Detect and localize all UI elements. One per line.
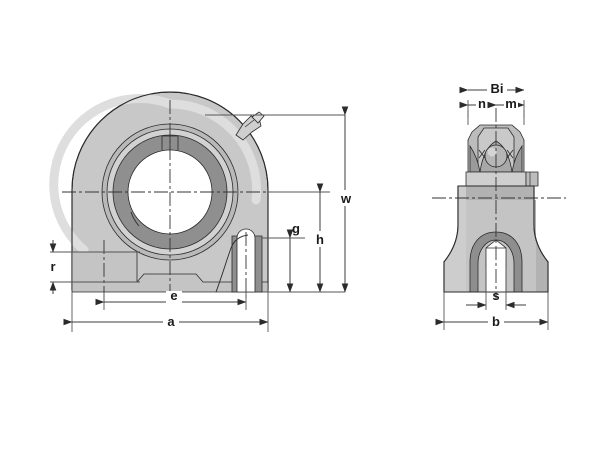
dim-b-label-bg	[488, 311, 504, 327]
dim-h-label-bg	[313, 231, 328, 247]
dim-w-label-bg	[338, 190, 354, 206]
zerk-detail-line	[244, 119, 255, 128]
dim-b-label: b	[492, 314, 500, 329]
dimension-h: h	[313, 183, 328, 293]
front-view	[49, 91, 300, 300]
foot-pad-left	[71, 251, 138, 283]
cage-mark-left	[478, 149, 486, 159]
dim-a-label-bg	[163, 311, 179, 327]
boss-fillet	[215, 234, 249, 293]
front-view-dimensions: a e r g h w	[49, 106, 354, 332]
front-base-foot-left	[71, 251, 138, 283]
side-wall-shade-right	[466, 186, 548, 292]
dimension-b: b	[435, 311, 549, 329]
side-view-dimensions: Bi n m s b	[435, 80, 549, 330]
housing-highlight	[49, 94, 262, 255]
dimension-w: w	[338, 106, 354, 293]
side-housing-body	[443, 185, 549, 293]
setscrew-boss	[525, 171, 539, 187]
side-view	[432, 108, 566, 300]
dim-Bi-label-bg	[487, 80, 507, 95]
dim-g-label: g	[292, 221, 300, 236]
ball-specular-highlight	[487, 147, 497, 157]
dim-s-label: s	[492, 288, 499, 303]
dim-n-label-bg	[476, 96, 488, 110]
front-base-slab	[71, 273, 269, 293]
dimension-g: g	[286, 221, 302, 293]
dimension-e: e	[95, 288, 247, 307]
dim-Bi-label: Bi	[491, 81, 504, 96]
dim-e-label-bg	[166, 291, 182, 307]
dimension-Bi: Bi	[459, 80, 525, 96]
base-slab	[71, 273, 269, 293]
side-wall-shade-left	[444, 186, 466, 292]
dimension-r: r	[49, 240, 57, 294]
dim-m-label: m	[505, 96, 517, 111]
zerk-body	[235, 115, 262, 141]
setscrew-notch-lower-left	[130, 211, 140, 227]
dim-w-label: w	[340, 191, 352, 206]
housing-outline-restroke	[71, 91, 269, 290]
dim-e-label: e	[170, 288, 177, 303]
dim-r-label: r	[50, 259, 55, 274]
dimension-s: s	[466, 288, 526, 309]
dim-m-label-bg	[504, 96, 518, 110]
dim-a-label: a	[167, 314, 175, 329]
dim-h-label: h	[316, 232, 324, 247]
cage-mark-right	[506, 149, 514, 159]
dimension-a: a	[63, 311, 269, 329]
dimension-m: m	[487, 96, 525, 111]
dim-n-label: n	[478, 96, 486, 111]
